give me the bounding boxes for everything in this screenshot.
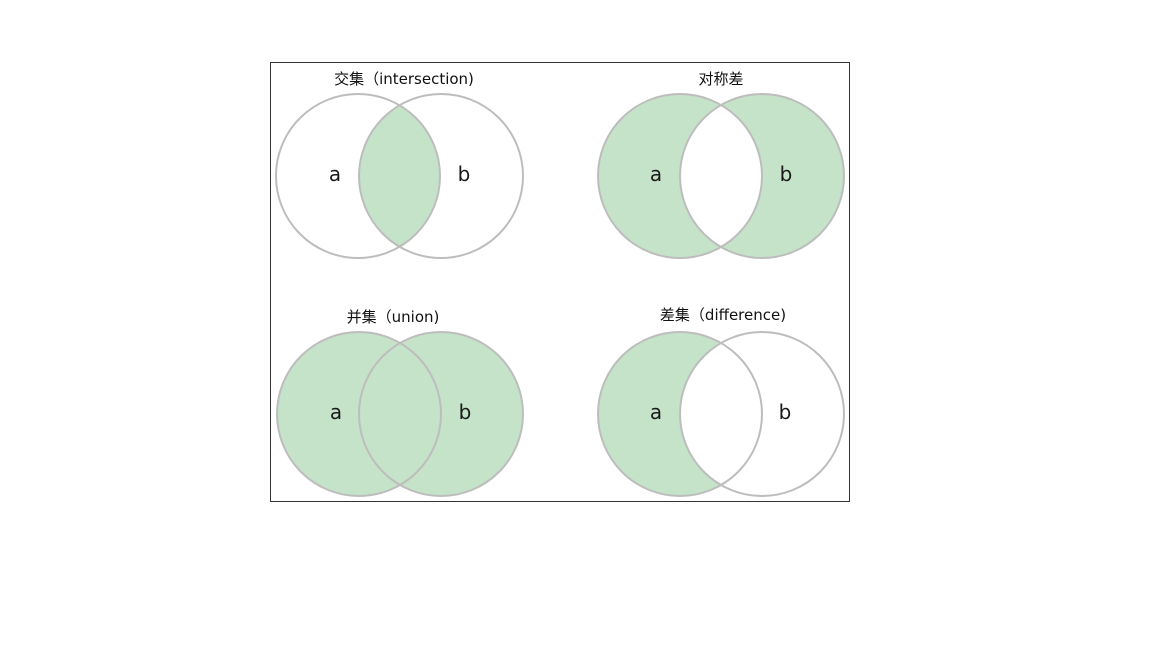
label-b: b (780, 162, 793, 186)
circle-b (358, 93, 524, 259)
circle-a (275, 93, 441, 259)
label-a: a (650, 162, 662, 186)
venn-symmetric-difference: a b (597, 93, 845, 259)
intersection-region (359, 94, 440, 258)
circle-b (679, 93, 845, 259)
circle-b (358, 331, 524, 497)
venn-union: a b (276, 331, 524, 497)
panel-title-symmetric-difference: 对称差 (698, 70, 744, 88)
circle-b (679, 331, 845, 497)
panel-title-union: 并集（union) (346, 308, 440, 326)
label-a: a (330, 400, 342, 424)
panel-title-intersection: 交集（intersection) (334, 70, 474, 88)
label-a: a (650, 400, 662, 424)
label-a: a (329, 162, 341, 186)
circle-a (597, 331, 763, 497)
label-b: b (779, 400, 792, 424)
circle-a (597, 93, 763, 259)
label-b: b (459, 400, 472, 424)
venn-difference: a b (597, 331, 845, 497)
circle-a (276, 331, 442, 497)
label-b: b (458, 162, 471, 186)
venn-intersection: a b (275, 93, 524, 259)
panel-title-difference: 差集（difference) (659, 306, 787, 324)
